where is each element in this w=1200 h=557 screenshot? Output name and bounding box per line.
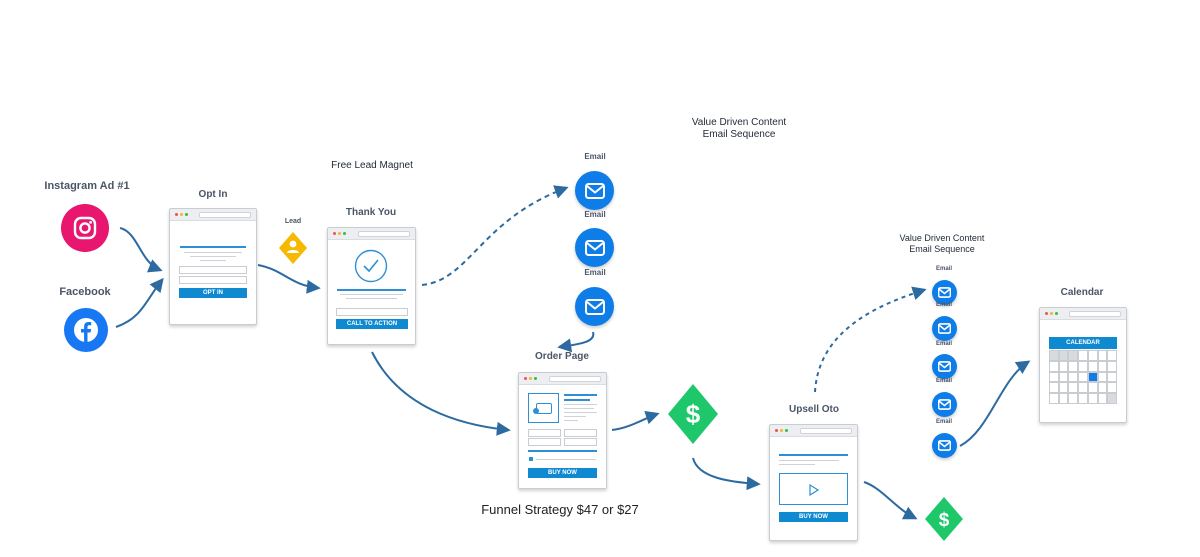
- email-label: Email: [935, 419, 952, 425]
- arrow-thankyou-to-email: [421, 185, 569, 286]
- calendar-day-cell[interactable]: [1058, 360, 1069, 372]
- envelope-icon[interactable]: [932, 316, 957, 341]
- play-icon: [809, 484, 819, 496]
- facebook-label: Facebook: [59, 286, 111, 298]
- calendar-day-cell[interactable]: [1097, 350, 1108, 361]
- lead-label: Lead: [284, 218, 302, 225]
- upsell-label: Upsell Oto: [788, 404, 839, 415]
- arrow-facebook-to-optin: [115, 277, 164, 328]
- instagram-icon[interactable]: [61, 204, 109, 252]
- envelope-icon[interactable]: [932, 433, 957, 458]
- calendar-day-cell[interactable]: [1078, 393, 1088, 404]
- upsell-page[interactable]: BUY NOW: [769, 424, 858, 541]
- dollar-icon: $: [925, 497, 963, 541]
- calendar-grid[interactable]: [1049, 350, 1117, 404]
- calendar-day-cell[interactable]: [1078, 371, 1088, 383]
- calendar-day-cell[interactable]: [1078, 350, 1088, 361]
- arrow-thankyou-to-orderpage: [371, 351, 511, 436]
- calendar-day-cell[interactable]: [1058, 382, 1069, 394]
- email-label: Email: [935, 302, 952, 308]
- calendar-day-cell[interactable]: [1087, 393, 1098, 404]
- order-page-label: Order Page: [535, 351, 589, 362]
- email-label: Email: [584, 210, 606, 219]
- arrow-instagram-to-optin: [119, 227, 163, 273]
- dollar-icon: $: [668, 384, 718, 444]
- checkmark-icon: [354, 249, 388, 283]
- optin-button[interactable]: OPT IN: [179, 288, 247, 298]
- calendar-day-cell[interactable]: [1107, 360, 1117, 372]
- call-to-action-button[interactable]: CALL TO ACTION: [336, 319, 408, 329]
- envelope-icon[interactable]: [932, 354, 957, 379]
- email-label: Email: [584, 268, 606, 277]
- calendar-day-cell[interactable]: [1097, 371, 1108, 383]
- product-image: [528, 393, 559, 423]
- calendar-day-cell[interactable]: [1058, 350, 1069, 361]
- facebook-icon[interactable]: [64, 308, 108, 352]
- svg-text:$: $: [939, 510, 950, 531]
- lead-person-icon: [279, 232, 307, 264]
- arrow-email-to-orderpage: [557, 331, 595, 353]
- email-label: Email: [935, 266, 952, 272]
- email-label: Email: [935, 341, 952, 347]
- calendar-page[interactable]: CALENDAR: [1039, 307, 1127, 423]
- envelope-icon[interactable]: [575, 287, 614, 326]
- envelope-icon[interactable]: [932, 392, 957, 417]
- calendar-day-cell[interactable]: [1087, 371, 1098, 383]
- svg-text:$: $: [686, 399, 701, 429]
- calendar-label: Calendar: [1060, 287, 1104, 298]
- calendar-day-cell[interactable]: [1049, 393, 1059, 404]
- free-lead-magnet-label: Free Lead Magnet: [331, 160, 413, 171]
- calendar-day-cell[interactable]: [1049, 382, 1059, 394]
- calendar-day-cell[interactable]: [1097, 382, 1108, 394]
- arrow-money-to-upsell: [692, 457, 761, 491]
- calendar-day-cell[interactable]: [1087, 382, 1098, 394]
- calendar-day-cell[interactable]: [1068, 393, 1079, 404]
- buy-now-button[interactable]: BUY NOW: [528, 468, 597, 478]
- arrow-orderpage-to-money: [611, 410, 660, 431]
- calendar-day-cell[interactable]: [1107, 382, 1117, 394]
- calendar-day-cell[interactable]: [1068, 360, 1079, 372]
- video-frame[interactable]: [779, 473, 848, 505]
- arrow-upsell-to-money2: [863, 481, 918, 520]
- calendar-day-cell[interactable]: [1107, 393, 1117, 404]
- calendar-day-cell[interactable]: [1058, 371, 1069, 383]
- calendar-header: CALENDAR: [1049, 337, 1117, 349]
- envelope-icon[interactable]: [932, 280, 957, 305]
- funnel-strategy-caption: Funnel Strategy $47 or $27: [481, 502, 639, 517]
- envelope-icon[interactable]: [575, 228, 614, 267]
- instagram-label: Instagram Ad #1: [44, 180, 130, 192]
- arrow-optin-to-thankyou: [257, 264, 321, 294]
- calendar-day-cell[interactable]: [1068, 350, 1079, 361]
- thankyou-page[interactable]: CALL TO ACTION: [327, 227, 416, 345]
- calendar-day-cell[interactable]: [1068, 382, 1079, 394]
- calendar-day-cell[interactable]: [1097, 360, 1108, 372]
- calendar-day-cell[interactable]: [1078, 360, 1088, 372]
- arrow-upsell-to-email2: [814, 286, 927, 393]
- optin-label: Opt In: [198, 189, 228, 200]
- calendar-day-cell[interactable]: [1097, 393, 1108, 404]
- optin-page[interactable]: OPT IN: [169, 208, 257, 325]
- calendar-day-cell[interactable]: [1107, 371, 1117, 383]
- order-page[interactable]: BUY NOW: [518, 372, 607, 489]
- envelope-icon[interactable]: [575, 171, 614, 210]
- calendar-day-cell[interactable]: [1068, 371, 1079, 383]
- calendar-day-cell[interactable]: [1087, 360, 1098, 372]
- arrow-email2-to-calendar: [959, 360, 1031, 447]
- value-content-1-title: Value Driven Content Email Sequence: [691, 117, 787, 140]
- calendar-day-cell[interactable]: [1049, 371, 1059, 383]
- calendar-day-cell[interactable]: [1078, 382, 1088, 394]
- email-label: Email: [935, 378, 952, 384]
- value-content-2-title: Value Driven Content Email Sequence: [899, 233, 985, 254]
- email-label: Email: [584, 152, 606, 161]
- thankyou-label: Thank You: [345, 207, 397, 218]
- buy-now-button-2[interactable]: BUY NOW: [779, 512, 848, 522]
- calendar-day-cell[interactable]: [1049, 350, 1059, 361]
- calendar-day-cell[interactable]: [1049, 360, 1059, 372]
- calendar-day-cell[interactable]: [1087, 350, 1098, 361]
- calendar-day-cell[interactable]: [1107, 350, 1117, 361]
- calendar-day-cell[interactable]: [1058, 393, 1069, 404]
